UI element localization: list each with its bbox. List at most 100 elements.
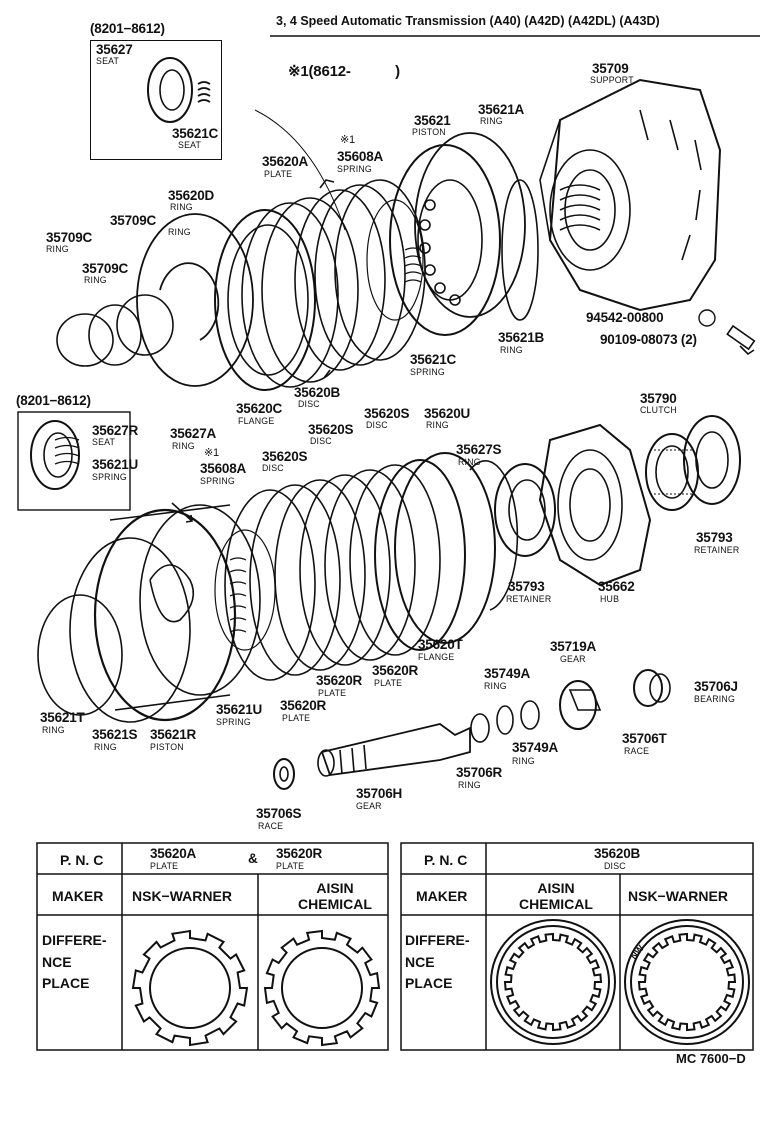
table-left-difference: DIFFERE- NCE PLACE [42, 932, 107, 992]
inset-top-range: (8201−8612) [90, 21, 165, 36]
label-35620S-c: 35620S [262, 449, 308, 464]
table-right-pnc: P. N. C [424, 852, 468, 868]
table-right-grid [400, 842, 754, 1051]
seat-inset-mid [30, 420, 80, 490]
label-35621A: 35621A [478, 102, 525, 117]
label-35621C: 35621C [410, 352, 457, 367]
piston-35621 [389, 144, 501, 336]
ring-35709C-b [88, 304, 142, 366]
label-35627: 35627 [96, 42, 133, 57]
label-35620C: 35620C [236, 401, 283, 416]
hub-35662 [538, 423, 652, 587]
label-35627R-sub: SEAT [92, 437, 116, 447]
label-35620R-a-sub: PLATE [374, 678, 403, 688]
label-35621T: 35621T [40, 710, 85, 725]
label-94542-00800: 94542-00800 [586, 310, 664, 325]
label-35620A-sub: PLATE [264, 169, 293, 179]
table-left-part-a-sub: PLATE [150, 861, 179, 871]
table-right-maker-1: AISIN CHEMICAL [519, 880, 593, 913]
disc-nsk-warner-icon-face [630, 925, 744, 1039]
label-35709-sub: SUPPORT [590, 75, 634, 85]
diagram-title: 3, 4 Speed Automatic Transmission (A40) … [276, 14, 660, 28]
table-left-maker-2: AISIN CHEMICAL [298, 880, 372, 913]
bolt-90109-08073 [726, 324, 756, 356]
label-35608A-low-sub: SPRING [200, 476, 235, 486]
label-35608A-top-sub: SPRING [337, 164, 372, 174]
label-35719A: 35719A [550, 639, 597, 654]
label-35709: 35709 [592, 61, 629, 76]
label-35621R: 35621R [150, 727, 197, 742]
label-35620U-sub: RING [426, 420, 449, 430]
table-left-amp: & [248, 851, 258, 866]
disc-aisin-chemical-icon-face [496, 925, 610, 1039]
label-35706J-sub: BEARING [694, 694, 735, 704]
label-35621C-sub: SPRING [410, 367, 445, 377]
ring-35749A-b [520, 700, 540, 730]
label-35620T-sub: FLANGE [418, 652, 455, 662]
label-35627S: 35627S [456, 442, 502, 457]
label-35620S-c-sub: DISC [262, 463, 284, 473]
label-35706S-sub: RACE [258, 821, 284, 831]
label-35621T-sub: RING [42, 725, 65, 735]
label-35706R: 35706R [456, 765, 503, 780]
table-left-grid [36, 842, 389, 1051]
label-35793-left: 35793 [508, 579, 545, 594]
label-90109-08073: 90109-08073 (2) [600, 332, 697, 347]
label-35620S-a: 35620S [364, 406, 410, 421]
plate-nsk-warner-icon-inner [149, 947, 231, 1029]
ring-35627S [469, 460, 519, 611]
piston-35621R [93, 504, 261, 722]
table-left-part-b: 35620R [276, 846, 323, 861]
label-35620T: 35620T [418, 637, 463, 652]
spring-coils-inset-top [197, 81, 211, 103]
label-35621C-inset-sub: SEAT [178, 140, 202, 150]
label-35793-left-sub: RETAINER [506, 594, 552, 604]
label-35621B: 35621B [498, 330, 545, 345]
retainer-35793-left [494, 463, 556, 557]
label-35620B-sub: DISC [298, 399, 320, 409]
label-35620R-a: 35620R [372, 663, 419, 678]
label-35620R-c: 35620R [280, 698, 327, 713]
table-left-part-a: 35620A [150, 846, 197, 861]
label-35621U-sub: SPRING [216, 717, 251, 727]
label-35620R-c-sub: PLATE [282, 713, 311, 723]
label-35793-right: 35793 [696, 530, 733, 545]
washer-w-symbol [698, 309, 716, 327]
label-35627R: 35627R [92, 423, 139, 438]
gear-35719A [559, 680, 602, 730]
spring-35608A [366, 199, 424, 321]
ring-35621B [501, 179, 539, 321]
ring-35627A [159, 262, 220, 341]
label-35620C-sub: FLANGE [238, 416, 275, 426]
label-35620S-b-sub: DISC [310, 436, 332, 446]
table-right-maker-2: NSK−WARNER [628, 888, 728, 904]
retainer-35793-right [683, 415, 741, 505]
ring-35709C-a [116, 294, 174, 356]
label-35709C-c-sub: RING [84, 275, 107, 285]
label-35621S-sub: RING [94, 742, 117, 752]
label-35662-sub: HUB [600, 594, 620, 604]
label-35706H: 35706H [356, 786, 403, 801]
label-35620R-b: 35620R [316, 673, 363, 688]
label-note1-a: ※1 [340, 134, 355, 146]
table-left-pnc: P. N. C [60, 852, 104, 868]
table-right-part-sub: DISC [604, 861, 626, 871]
label-35706S: 35706S [256, 806, 302, 821]
table-right-difference: DIFFERE- NCE PLACE [405, 932, 470, 992]
spring-35621U [214, 529, 276, 651]
revision-note: ※1(8612- ) [288, 63, 400, 80]
label-35621U: 35621U [216, 702, 263, 717]
disc-nsk-warner-icon-spline [637, 932, 737, 1032]
seat-inset-top [147, 57, 193, 123]
label-35620R-b-sub: PLATE [318, 688, 347, 698]
race-35706S [273, 758, 295, 790]
flange-35620C [214, 209, 316, 391]
label-35706R-sub: RING [458, 780, 481, 790]
table-left-part-b-sub: PLATE [276, 861, 305, 871]
table-left-maker-1: NSK−WARNER [132, 888, 232, 904]
label-35706J: 35706J [694, 679, 738, 694]
label-35793-right-sub: RETAINER [694, 545, 740, 555]
label-35621A-sub: RING [480, 116, 503, 126]
label-35749A-a-sub: RING [484, 681, 507, 691]
ring-35621T [37, 594, 123, 716]
